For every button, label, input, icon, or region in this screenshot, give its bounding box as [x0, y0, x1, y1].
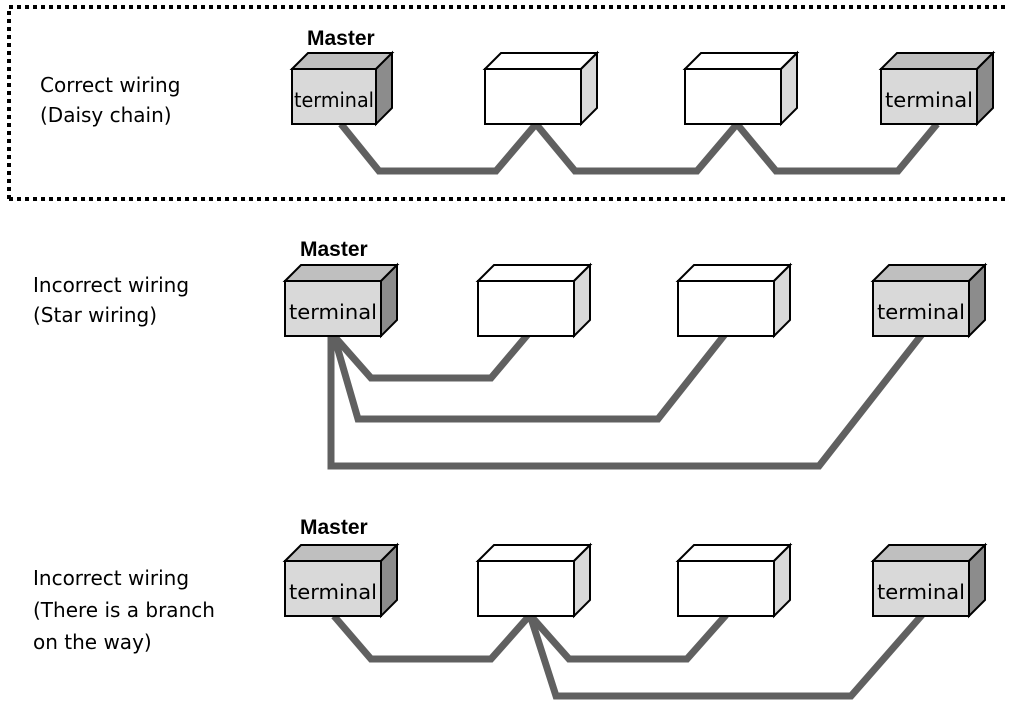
terminal-label: terminal [294, 88, 374, 112]
end-terminal-device: terminal [878, 50, 996, 127]
caption-line: Correct wiring [40, 73, 181, 97]
caption-line: Incorrect wiring [33, 566, 190, 590]
wire-segment [734, 121, 940, 175]
end-terminal-device: terminal [870, 542, 988, 619]
master-terminal-device: terminal [282, 262, 400, 339]
end-terminal-device: terminal [870, 262, 988, 339]
section-daisy-chain: Master terminal terminal [289, 27, 996, 175]
wire-segment [533, 121, 740, 175]
master-label: Master [307, 27, 375, 50]
section-star: Master terminal terminal [282, 238, 988, 470]
slave-device [475, 262, 593, 339]
terminal-label: terminal [289, 580, 377, 604]
wire-segment [527, 612, 729, 663]
slave-device [675, 262, 793, 339]
caption-branch: Incorrect wiring (There is a branch on t… [33, 562, 215, 658]
caption-line: (Star wiring) [33, 303, 158, 327]
master-terminal-device: terminal [289, 50, 395, 127]
slave-device [482, 50, 600, 127]
caption-line: on the way) [33, 630, 152, 654]
slave-device [475, 542, 593, 619]
caption-star: Incorrect wiring (Star wiring) [33, 270, 189, 330]
master-label: Master [300, 238, 368, 261]
wire-segment [338, 121, 539, 175]
master-label: Master [300, 516, 368, 539]
terminal-label: terminal [289, 300, 377, 324]
terminal-label: terminal [877, 300, 965, 324]
wire-segment [331, 612, 533, 663]
wire-segment [331, 330, 532, 382]
correct-example-frame [7, 5, 1008, 201]
terminal-label: terminal [885, 88, 973, 112]
wire-segment [327, 330, 926, 470]
caption-line: Incorrect wiring [33, 273, 190, 297]
branch-wiring [331, 612, 925, 700]
section-branch: Master terminal terminal [282, 516, 988, 700]
daisy-chain-wiring [338, 121, 940, 175]
terminal-label: terminal [877, 580, 965, 604]
star-wiring [327, 330, 926, 470]
master-terminal-device: terminal [282, 542, 400, 619]
slave-device [682, 50, 800, 127]
caption-line: (There is a branch [33, 598, 215, 622]
wire-segment [526, 612, 925, 700]
caption-line: (Daisy chain) [40, 103, 172, 127]
wire-segment [330, 330, 729, 423]
slave-device [675, 542, 793, 619]
caption-daisy-chain: Correct wiring (Daisy chain) [40, 70, 180, 130]
